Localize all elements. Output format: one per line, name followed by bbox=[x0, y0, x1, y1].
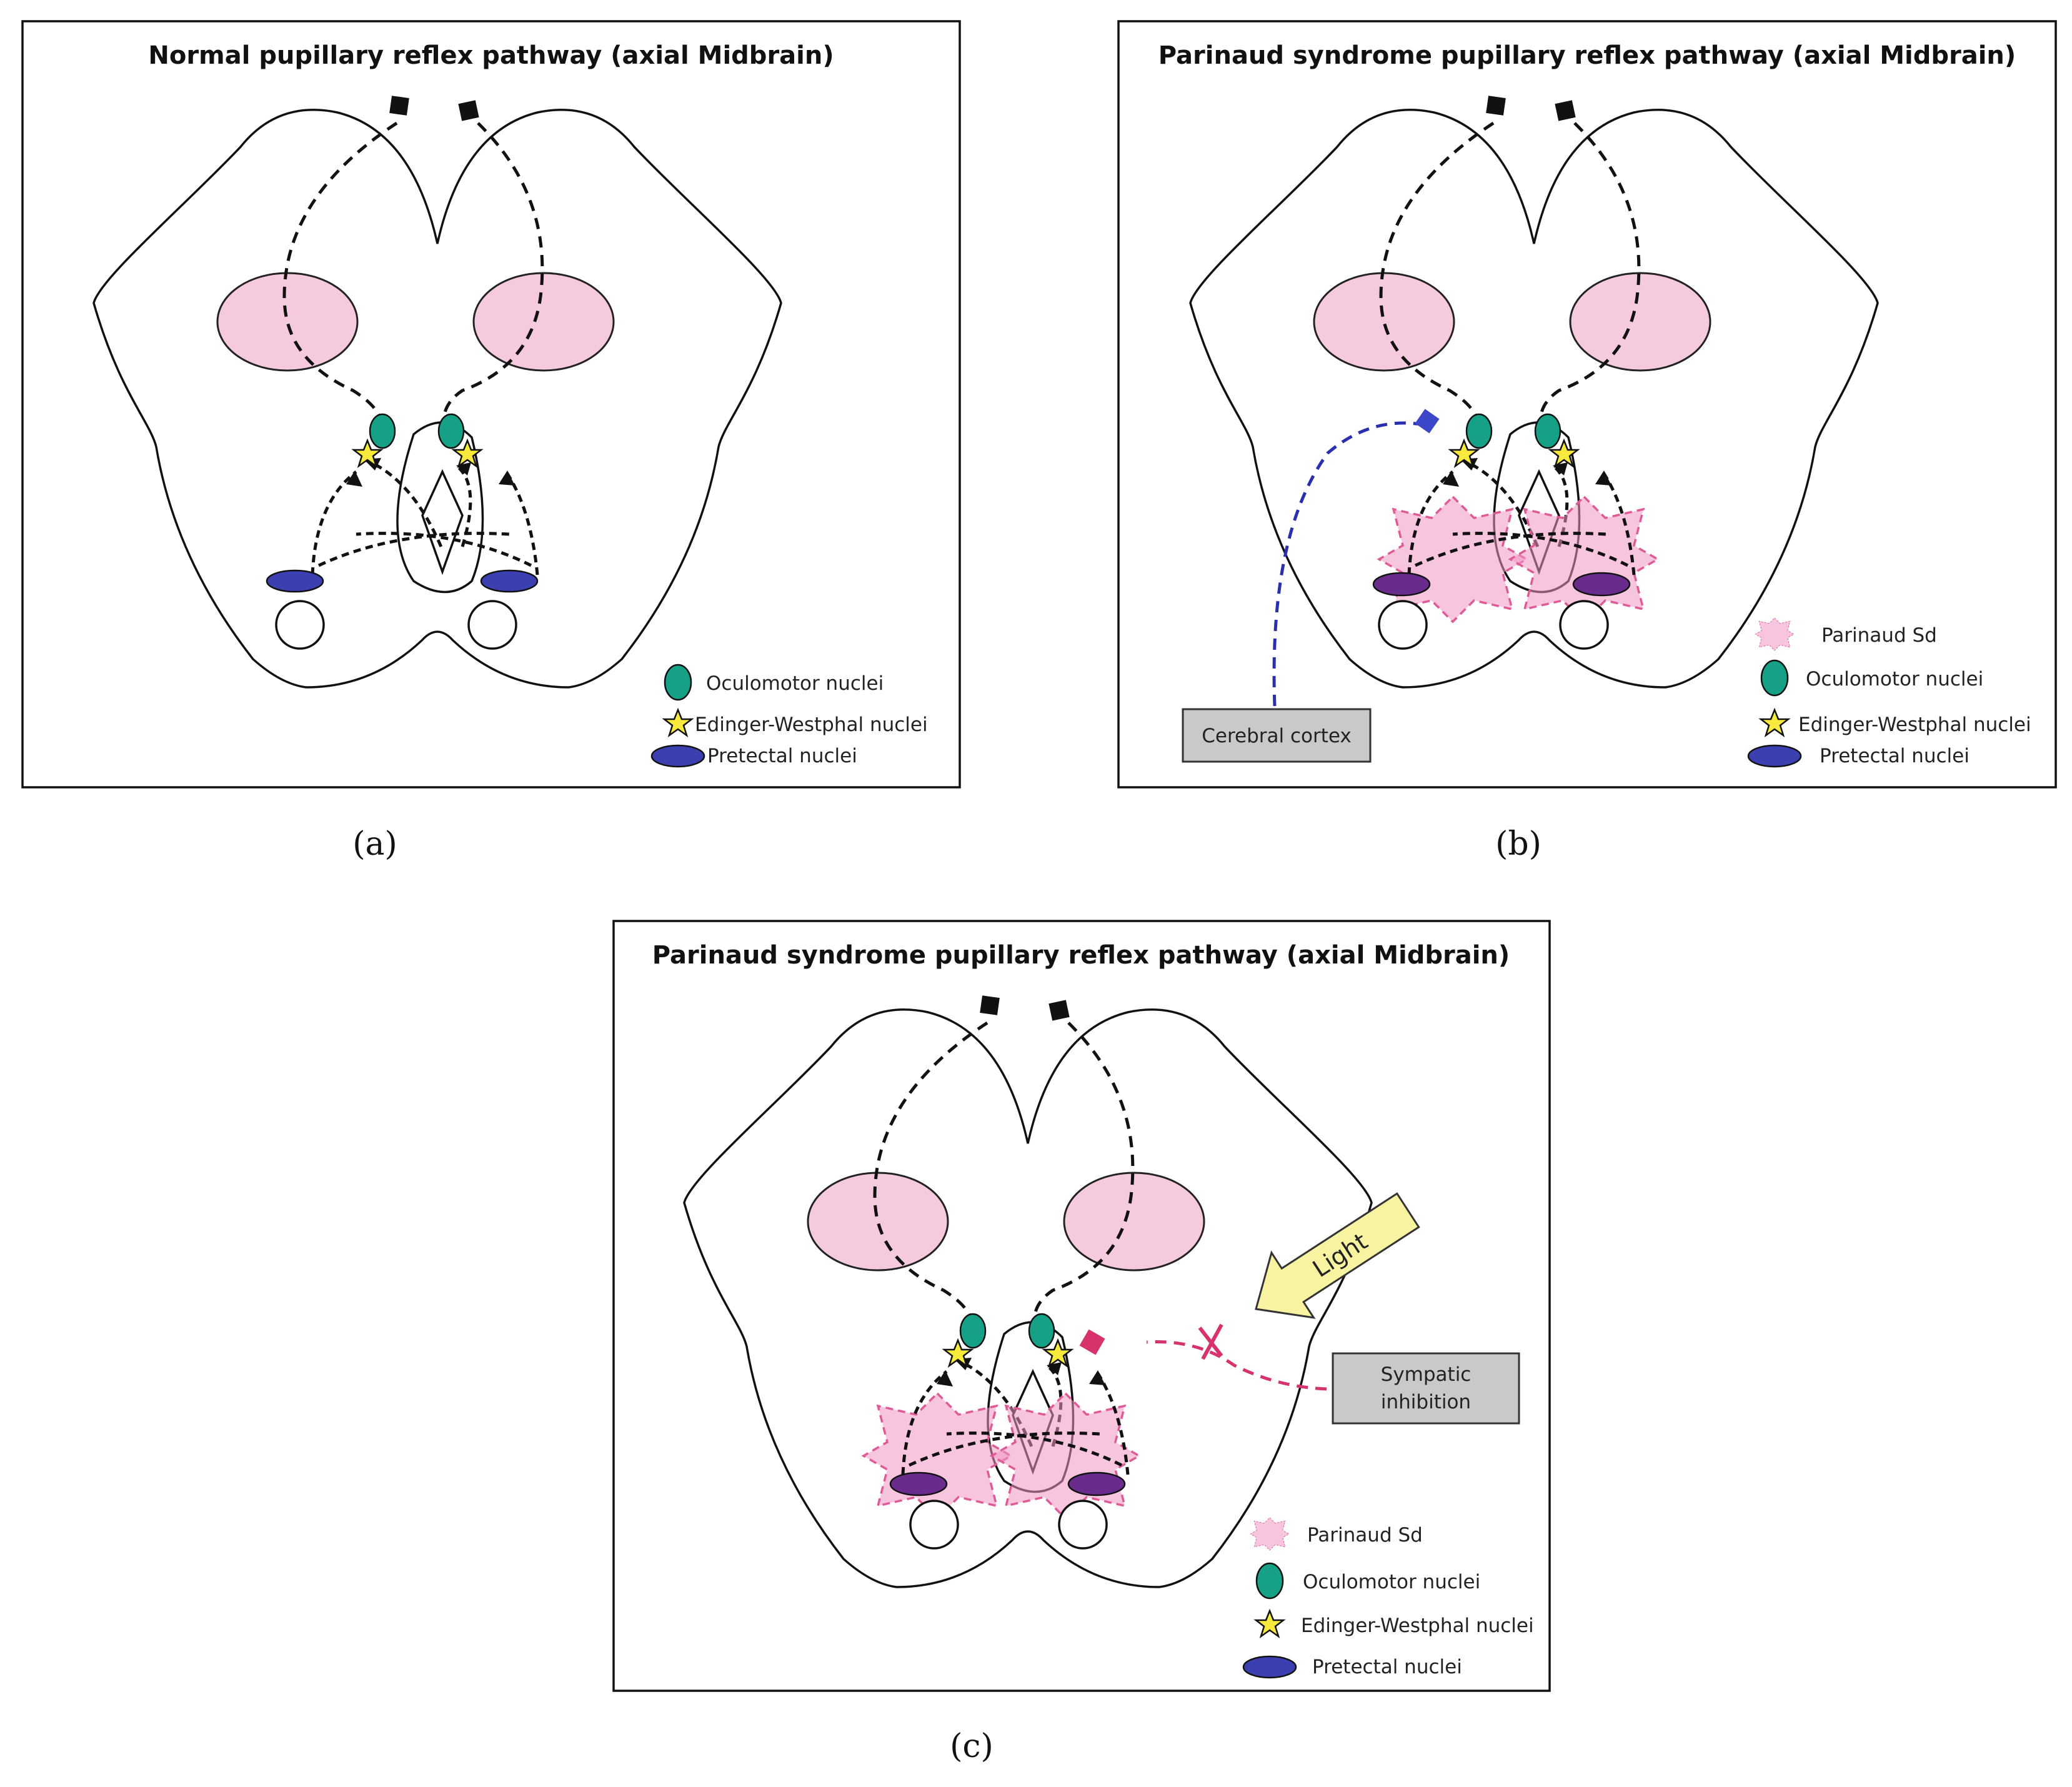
pretectal-nucleus-right bbox=[480, 569, 539, 593]
legend-parinaud-label: Parinaud Sd bbox=[1821, 624, 1937, 647]
legend-edinger-label: Edinger-Westphal nuclei bbox=[695, 714, 928, 736]
legend-oculomotor-icon bbox=[664, 664, 692, 701]
panel-a-caption: (a) bbox=[352, 825, 397, 863]
panel-a: Normal pupillary reflex pathway (axial M… bbox=[21, 20, 961, 863]
oculomotor-nucleus-right bbox=[437, 413, 465, 449]
panel-b-legend: Parinaud Sd Oculomotor nuclei Edinger-We… bbox=[1747, 617, 2031, 768]
panel-a-legend: Oculomotor nuclei Edinger-Westphal nucle… bbox=[650, 664, 928, 768]
optic-terminal-right bbox=[1048, 1000, 1070, 1021]
legend-pretectal-icon bbox=[1242, 1655, 1297, 1679]
sympathetic-pathway-terminal bbox=[1079, 1329, 1105, 1355]
panel-b-caption: (b) bbox=[1495, 825, 1542, 863]
legend-oculomotor-label: Oculomotor nuclei bbox=[1303, 1571, 1480, 1593]
oculomotor-nucleus-left bbox=[959, 1313, 987, 1349]
bottom-circle-left bbox=[275, 600, 325, 650]
cortex-pathway bbox=[1272, 421, 1425, 707]
bottom-circle-right bbox=[1559, 600, 1609, 650]
panel-c-title: Parinaud syndrome pupillary reflex pathw… bbox=[652, 941, 1510, 970]
legend-pretectal-icon bbox=[650, 744, 705, 768]
legend-parinaud-icon bbox=[1250, 1517, 1290, 1551]
sympatic-inhibition-box bbox=[1332, 1352, 1520, 1425]
legend-oculomotor-label: Oculomotor nuclei bbox=[706, 672, 884, 695]
panel-b-frame bbox=[1117, 20, 2057, 789]
legend-pretectal-label: Pretectal nuclei bbox=[707, 745, 857, 767]
panel-b-midbrain bbox=[1190, 96, 1878, 707]
legend-parinaud-icon bbox=[1755, 617, 1795, 651]
panel-c-caption: (c) bbox=[950, 1728, 994, 1765]
blocked-x-icon bbox=[1198, 1323, 1223, 1360]
panel-c: Parinaud syndrome pupillary reflex pathw… bbox=[612, 920, 1551, 1765]
optic-terminal-left bbox=[980, 995, 1000, 1015]
legend-oculomotor-label: Oculomotor nuclei bbox=[1806, 668, 1983, 690]
bottom-circle-right bbox=[467, 600, 517, 650]
bottom-circle-right bbox=[1058, 1500, 1108, 1550]
pretectal-nucleus-right bbox=[1572, 572, 1631, 597]
sympatic-inhibition-label-line2: inhibition bbox=[1381, 1391, 1471, 1413]
legend-edinger-label: Edinger-Westphal nuclei bbox=[1301, 1615, 1534, 1637]
cerebral-cortex-box bbox=[1182, 708, 1372, 763]
legend-parinaud-label: Parinaud Sd bbox=[1307, 1524, 1423, 1546]
cortex-pathway-terminal bbox=[1415, 409, 1440, 434]
cerebral-cortex-label: Cerebral cortex bbox=[1202, 725, 1352, 747]
bottom-circle-left bbox=[909, 1500, 959, 1550]
optic-terminal-right bbox=[1555, 100, 1576, 121]
panel-c-midbrain bbox=[684, 995, 1372, 1587]
oculomotor-nucleus-left bbox=[1465, 413, 1493, 449]
bottom-circle-left bbox=[1378, 600, 1428, 650]
sympathetic-pathway bbox=[1146, 1340, 1327, 1391]
oculomotor-nucleus-right bbox=[1534, 413, 1561, 449]
pretectal-nucleus-left bbox=[266, 569, 324, 593]
legend-pretectal-label: Pretectal nuclei bbox=[1820, 745, 1970, 767]
legend-edinger-icon bbox=[1255, 1610, 1285, 1638]
legend-pretectal-label: Pretectal nuclei bbox=[1312, 1656, 1462, 1678]
legend-oculomotor-icon bbox=[1760, 659, 1789, 697]
panel-a-frame bbox=[21, 20, 961, 789]
light-arrow-icon: Light bbox=[1255, 1192, 1420, 1319]
legend-oculomotor-icon bbox=[1255, 1562, 1284, 1600]
panel-c-frame bbox=[612, 920, 1551, 1692]
oculomotor-nucleus-left bbox=[369, 413, 396, 449]
oculomotor-nucleus-right bbox=[1028, 1313, 1055, 1349]
legend-pretectal-icon bbox=[1747, 744, 1802, 768]
optic-terminal-right bbox=[458, 100, 479, 121]
optic-terminal-left bbox=[1486, 96, 1506, 116]
legend-edinger-icon bbox=[1760, 709, 1790, 737]
panel-a-midbrain bbox=[94, 96, 781, 687]
pretectal-nucleus-left bbox=[889, 1471, 948, 1496]
pretectal-nucleus-right bbox=[1067, 1471, 1126, 1496]
panel-b: Parinaud syndrome pupillary reflex pathw… bbox=[1117, 20, 2057, 863]
legend-edinger-icon bbox=[663, 709, 693, 737]
panel-b-title: Parinaud syndrome pupillary reflex pathw… bbox=[1158, 41, 2016, 70]
panel-c-legend: Parinaud Sd Oculomotor nuclei Edinger-We… bbox=[1242, 1517, 1534, 1679]
optic-terminal-left bbox=[389, 96, 409, 116]
legend-edinger-label: Edinger-Westphal nuclei bbox=[1798, 714, 2031, 736]
sympatic-inhibition-label-line1: Sympatic bbox=[1381, 1363, 1472, 1386]
parinaud-lesion-left bbox=[862, 1392, 1012, 1520]
panel-a-title: Normal pupillary reflex pathway (axial M… bbox=[148, 41, 834, 70]
pretectal-nucleus-left bbox=[1372, 572, 1431, 597]
